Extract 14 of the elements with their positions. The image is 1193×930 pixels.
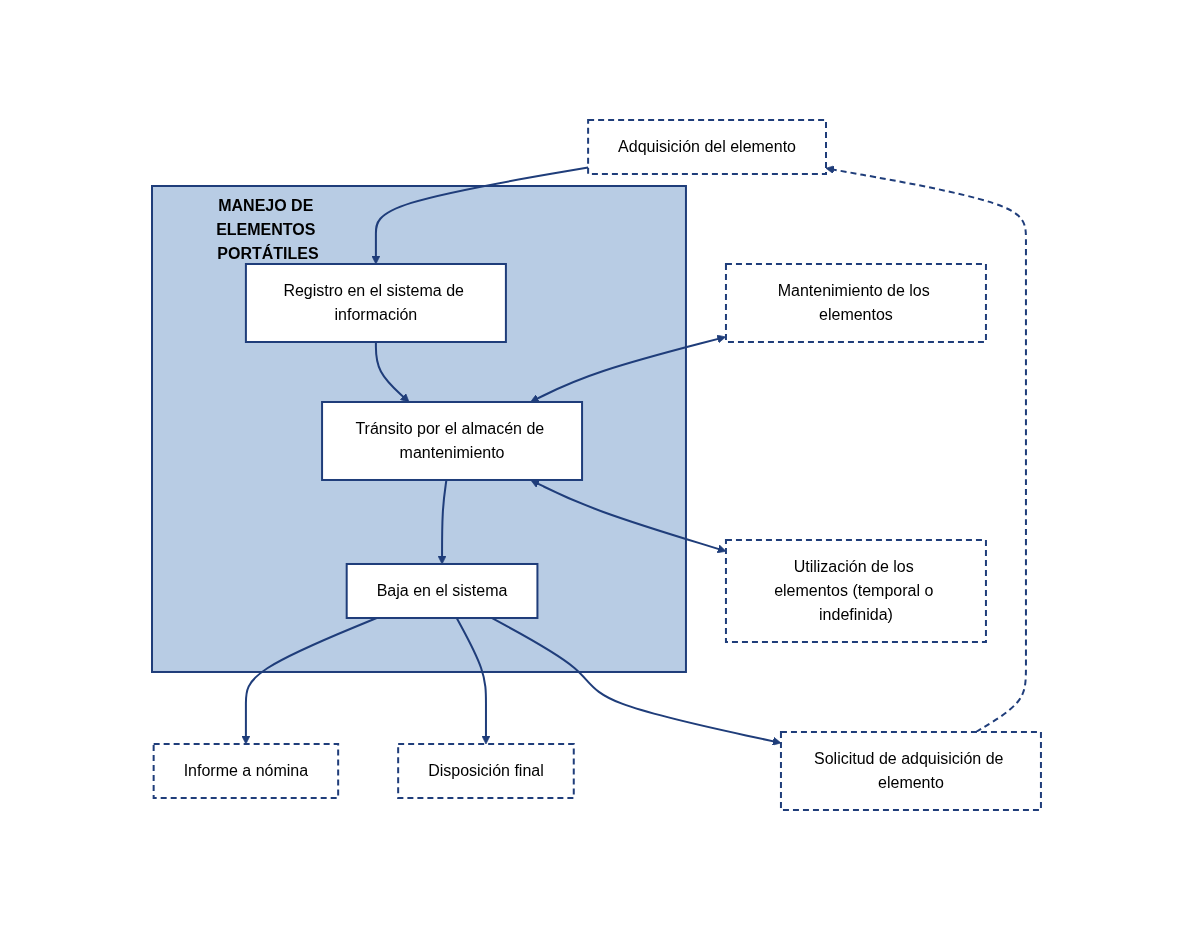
arrow: [530, 334, 726, 403]
node-box: Mantenimiento de los elementos: [724, 263, 987, 343]
arrow: [241, 617, 378, 745]
node-box: Tránsito por el almacén de mantenimiento: [321, 401, 584, 481]
node-box: Disposición final: [397, 743, 575, 799]
arrow: [437, 479, 448, 565]
node-box: Solicitud de adquisición de elemento: [779, 731, 1042, 811]
node-box: Registro en el sistema de información: [244, 263, 507, 343]
node-box: Adquisición del elemento: [587, 119, 827, 175]
node-box: Informe a nómina: [152, 743, 340, 799]
node-box: Utilización de los elementos (temporal o indefinida): [724, 539, 987, 643]
arrow: [455, 617, 491, 745]
node-box: Baja en el sistema: [345, 563, 539, 619]
arrow: [374, 341, 410, 403]
